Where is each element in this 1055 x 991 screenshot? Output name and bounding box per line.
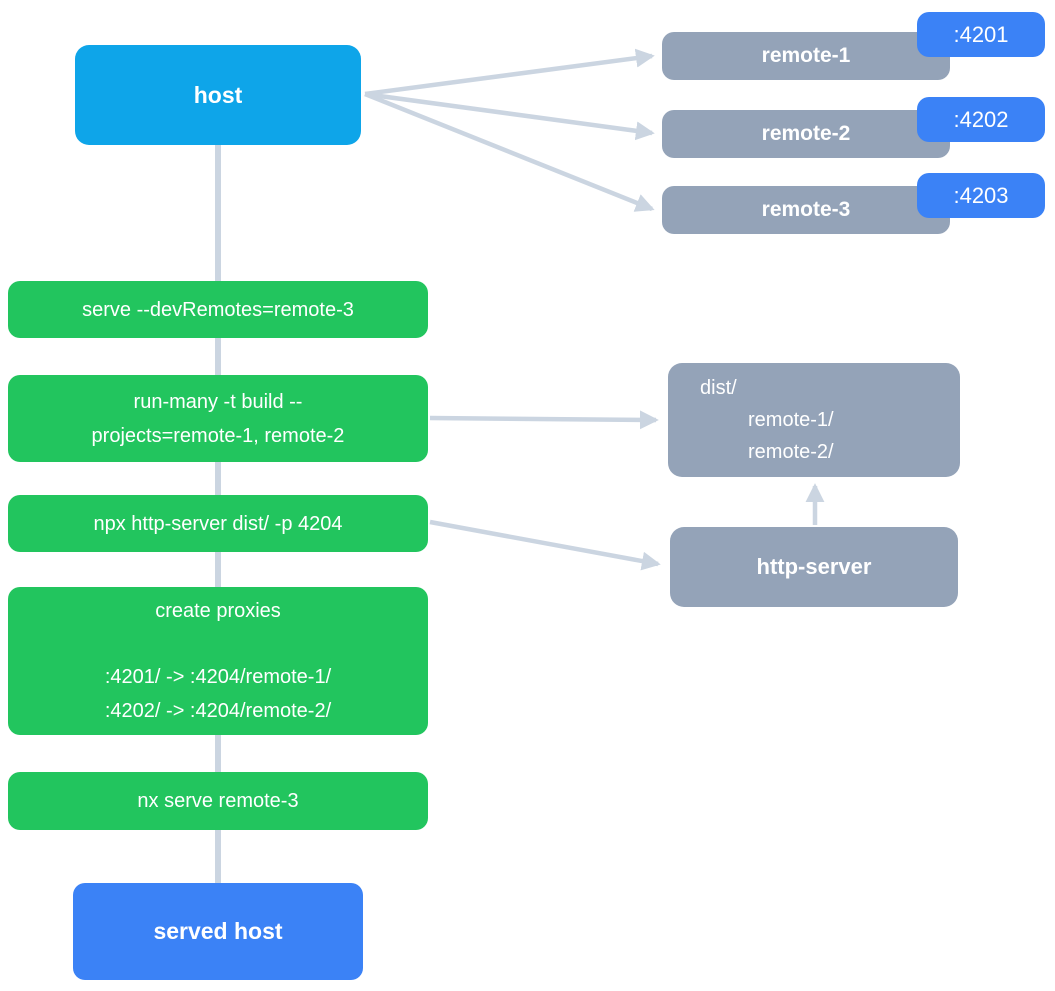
dist-remote-1-line: remote-1/: [748, 409, 834, 431]
http-server-node: http-server: [670, 527, 958, 607]
dist-folder-node: dist/ remote-1/ remote-2/: [668, 363, 960, 477]
blank-line: [8, 628, 428, 660]
step-build-line-1: run-many -t build --: [133, 390, 303, 413]
port-4202-label: :4202: [953, 106, 1009, 132]
step-serve-line: serve --devRemotes=remote-3: [82, 298, 354, 321]
step-nx-serve-remote-3: nx serve remote-3: [8, 772, 428, 830]
arrow-host-to-remote-1: [364, 48, 655, 97]
arrow-http-cmd-to-http-server: [429, 519, 661, 571]
proxy-mapping-2: :4202/ -> :4204/remote-2/: [104, 700, 332, 722]
remote-1-node: remote-1: [662, 32, 950, 80]
step-serve3-line: nx serve remote-3: [137, 790, 299, 812]
arrow-host-to-remote-2: [364, 91, 655, 141]
step-create-proxies: create proxies :4201/ -> :4204/remote-1/…: [8, 587, 428, 735]
port-badge-4201: :4201: [917, 12, 1045, 57]
served-host-label: served host: [153, 918, 283, 944]
port-4203-label: :4203: [953, 182, 1009, 208]
remote-2-label: remote-2: [761, 122, 851, 145]
step-npx-http-server: npx http-server dist/ -p 4204: [8, 495, 428, 552]
host-node: host: [75, 45, 361, 145]
proxy-mapping-1: :4201/ -> :4204/remote-1/: [104, 666, 332, 688]
remote-3-node: remote-3: [662, 186, 950, 234]
remote-2-node: remote-2: [662, 110, 950, 158]
arrow-host-to-remote-3: [364, 91, 655, 212]
dist-root-line: dist/: [700, 377, 737, 399]
remote-3-label: remote-3: [761, 198, 851, 221]
step-run-many-build: run-many -t build -- projects=remote-1, …: [8, 375, 428, 462]
port-badge-4202: :4202: [917, 97, 1045, 142]
http-server-label: http-server: [756, 554, 872, 579]
step-serve-dev-remotes: serve --devRemotes=remote-3: [8, 281, 428, 338]
served-host-node: served host: [73, 883, 363, 980]
proxies-title: create proxies: [155, 600, 281, 622]
dist-remote-2-line: remote-2/: [748, 441, 834, 463]
port-badge-4203: :4203: [917, 173, 1045, 218]
host-label: host: [193, 81, 243, 108]
arrow-build-to-dist: [429, 410, 659, 430]
remote-1-label: remote-1: [761, 44, 851, 67]
step-build-line-2: projects=remote-1, remote-2: [91, 424, 345, 447]
step-http-line: npx http-server dist/ -p 4204: [93, 512, 343, 535]
port-4201-label: :4201: [953, 21, 1009, 47]
